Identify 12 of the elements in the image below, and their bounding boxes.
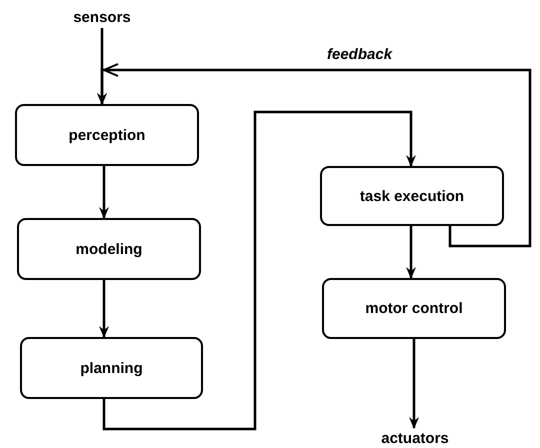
process-box — [322, 278, 506, 339]
process-box — [17, 218, 201, 280]
box-label: perception — [68, 126, 146, 144]
box-label: planning — [80, 360, 143, 376]
box-label: motor control — [365, 300, 463, 317]
process-box — [320, 166, 504, 226]
io-label: sensors — [73, 8, 131, 26]
box-label: modeling — [76, 240, 142, 258]
process-box — [15, 104, 199, 166]
box-label: task execution — [360, 188, 464, 204]
process-box — [20, 337, 203, 399]
io-label: actuators — [381, 430, 449, 446]
